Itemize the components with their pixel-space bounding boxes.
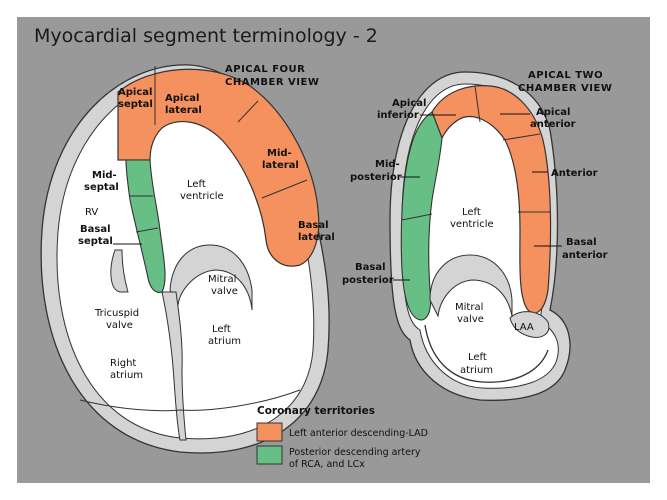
label-mitral-valve-2: valve: [211, 286, 238, 297]
divider-basal-septal: [135, 227, 159, 233]
label-two-left-ventricle: Left: [462, 207, 481, 218]
label-two-left-ventricle-2: ventricle: [450, 219, 494, 230]
laa-appendage: [509, 311, 550, 338]
label-basal-septal: Basal: [80, 224, 111, 235]
rca-septum: [125, 159, 166, 293]
divider-apical-lateral: [237, 100, 259, 123]
divider-apical-inferior: [474, 85, 481, 123]
label-apical-anterior: Apical: [536, 107, 570, 118]
label-two-mitral-valve-2: valve: [457, 314, 484, 325]
label-apical-septal-2: septal: [118, 99, 153, 110]
label-mitral-valve: Mitral: [208, 274, 236, 285]
four-chamber-view: APICAL FOUR CHAMBER VIEW Apical septal A…: [40, 64, 335, 454]
label-apical-inferior: Apical: [392, 98, 426, 109]
label-apical-inferior-2: inferior: [377, 110, 419, 121]
label-right-atrium: Right: [110, 358, 136, 369]
label-mid-septal-2: septal: [84, 182, 119, 193]
label-tricuspid-valve: Tricuspid: [94, 308, 139, 319]
label-mid-lateral: Mid-: [267, 148, 292, 159]
legend-swatch-rca: [256, 445, 283, 465]
two-chamber-view-title-2: CHAMBER VIEW: [518, 83, 612, 94]
label-left-atrium: Left: [212, 324, 231, 335]
label-mid-posterior: Mid-: [375, 159, 400, 170]
atrium-wall: [424, 324, 549, 383]
lad-anterior-wall: [431, 85, 552, 314]
label-right-atrium-2: atrium: [110, 370, 143, 381]
label-two-left-atrium: Left: [468, 352, 487, 363]
label-basal-lateral: Basal: [298, 220, 329, 231]
label-two-mitral-valve: Mitral: [455, 302, 483, 313]
legend-label-lad: Left anterior descending-LAD: [289, 428, 428, 439]
label-rv: RV: [85, 207, 98, 218]
label-mid-lateral-2: lateral: [262, 160, 299, 171]
diagram-title: Myocardial segment terminology - 2: [34, 25, 378, 47]
two-chamber-view: APICAL TWO CHAMBER VIEW Apical inferior …: [342, 70, 612, 401]
two-chamber-mitral-valve: [429, 254, 513, 318]
septal-partition: [161, 291, 187, 441]
tricuspid-valve-leaflet: [110, 249, 129, 293]
atrial-floor: [79, 389, 301, 412]
mitral-valve-leaflets: [169, 244, 253, 311]
label-left-ventricle-2: ventricle: [180, 191, 224, 202]
label-mid-septal: Mid-: [92, 170, 117, 181]
label-left-atrium-2: atrium: [208, 336, 241, 347]
label-basal-posterior-2: posterior: [342, 275, 394, 286]
two-chamber-view-title: APICAL TWO: [528, 70, 603, 81]
label-basal-posterior: Basal: [355, 262, 386, 273]
label-basal-septal-2: septal: [78, 236, 113, 247]
four-chamber-view-title: APICAL FOUR: [225, 64, 305, 75]
label-apical-anterior-2: anterior: [530, 119, 576, 130]
divider-mid-posterior: [401, 213, 433, 221]
four-chamber-view-title-2: CHAMBER VIEW: [225, 77, 319, 88]
divider-mid-lateral: [261, 179, 308, 199]
divider-apical-anterior: [502, 133, 541, 141]
label-basal-anterior-2: anterior: [562, 250, 608, 261]
label-apical-lateral: Apical: [165, 93, 199, 104]
legend-label-rca-2: of RCA, and LCx: [289, 459, 365, 470]
label-basal-anterior: Basal: [566, 237, 597, 248]
label-two-left-atrium-2: atrium: [460, 365, 493, 376]
label-basal-lateral-2: lateral: [298, 232, 335, 243]
legend-label-rca: Posterior descending artery: [289, 447, 421, 458]
label-laa: LAA: [514, 322, 534, 333]
legend: Coronary territories Left anterior desce…: [256, 405, 428, 470]
legend-title: Coronary territories: [257, 405, 375, 417]
label-left-ventricle: Left: [187, 179, 206, 190]
lad-myocardium-arch: [117, 68, 320, 267]
label-mid-posterior-2: posterior: [350, 172, 402, 183]
legend-swatch-lad: [256, 422, 283, 442]
label-apical-septal: Apical: [118, 87, 152, 98]
label-anterior: Anterior: [551, 168, 598, 179]
label-apical-lateral-2: lateral: [165, 105, 202, 116]
label-tricuspid-valve-2: valve: [106, 320, 133, 331]
